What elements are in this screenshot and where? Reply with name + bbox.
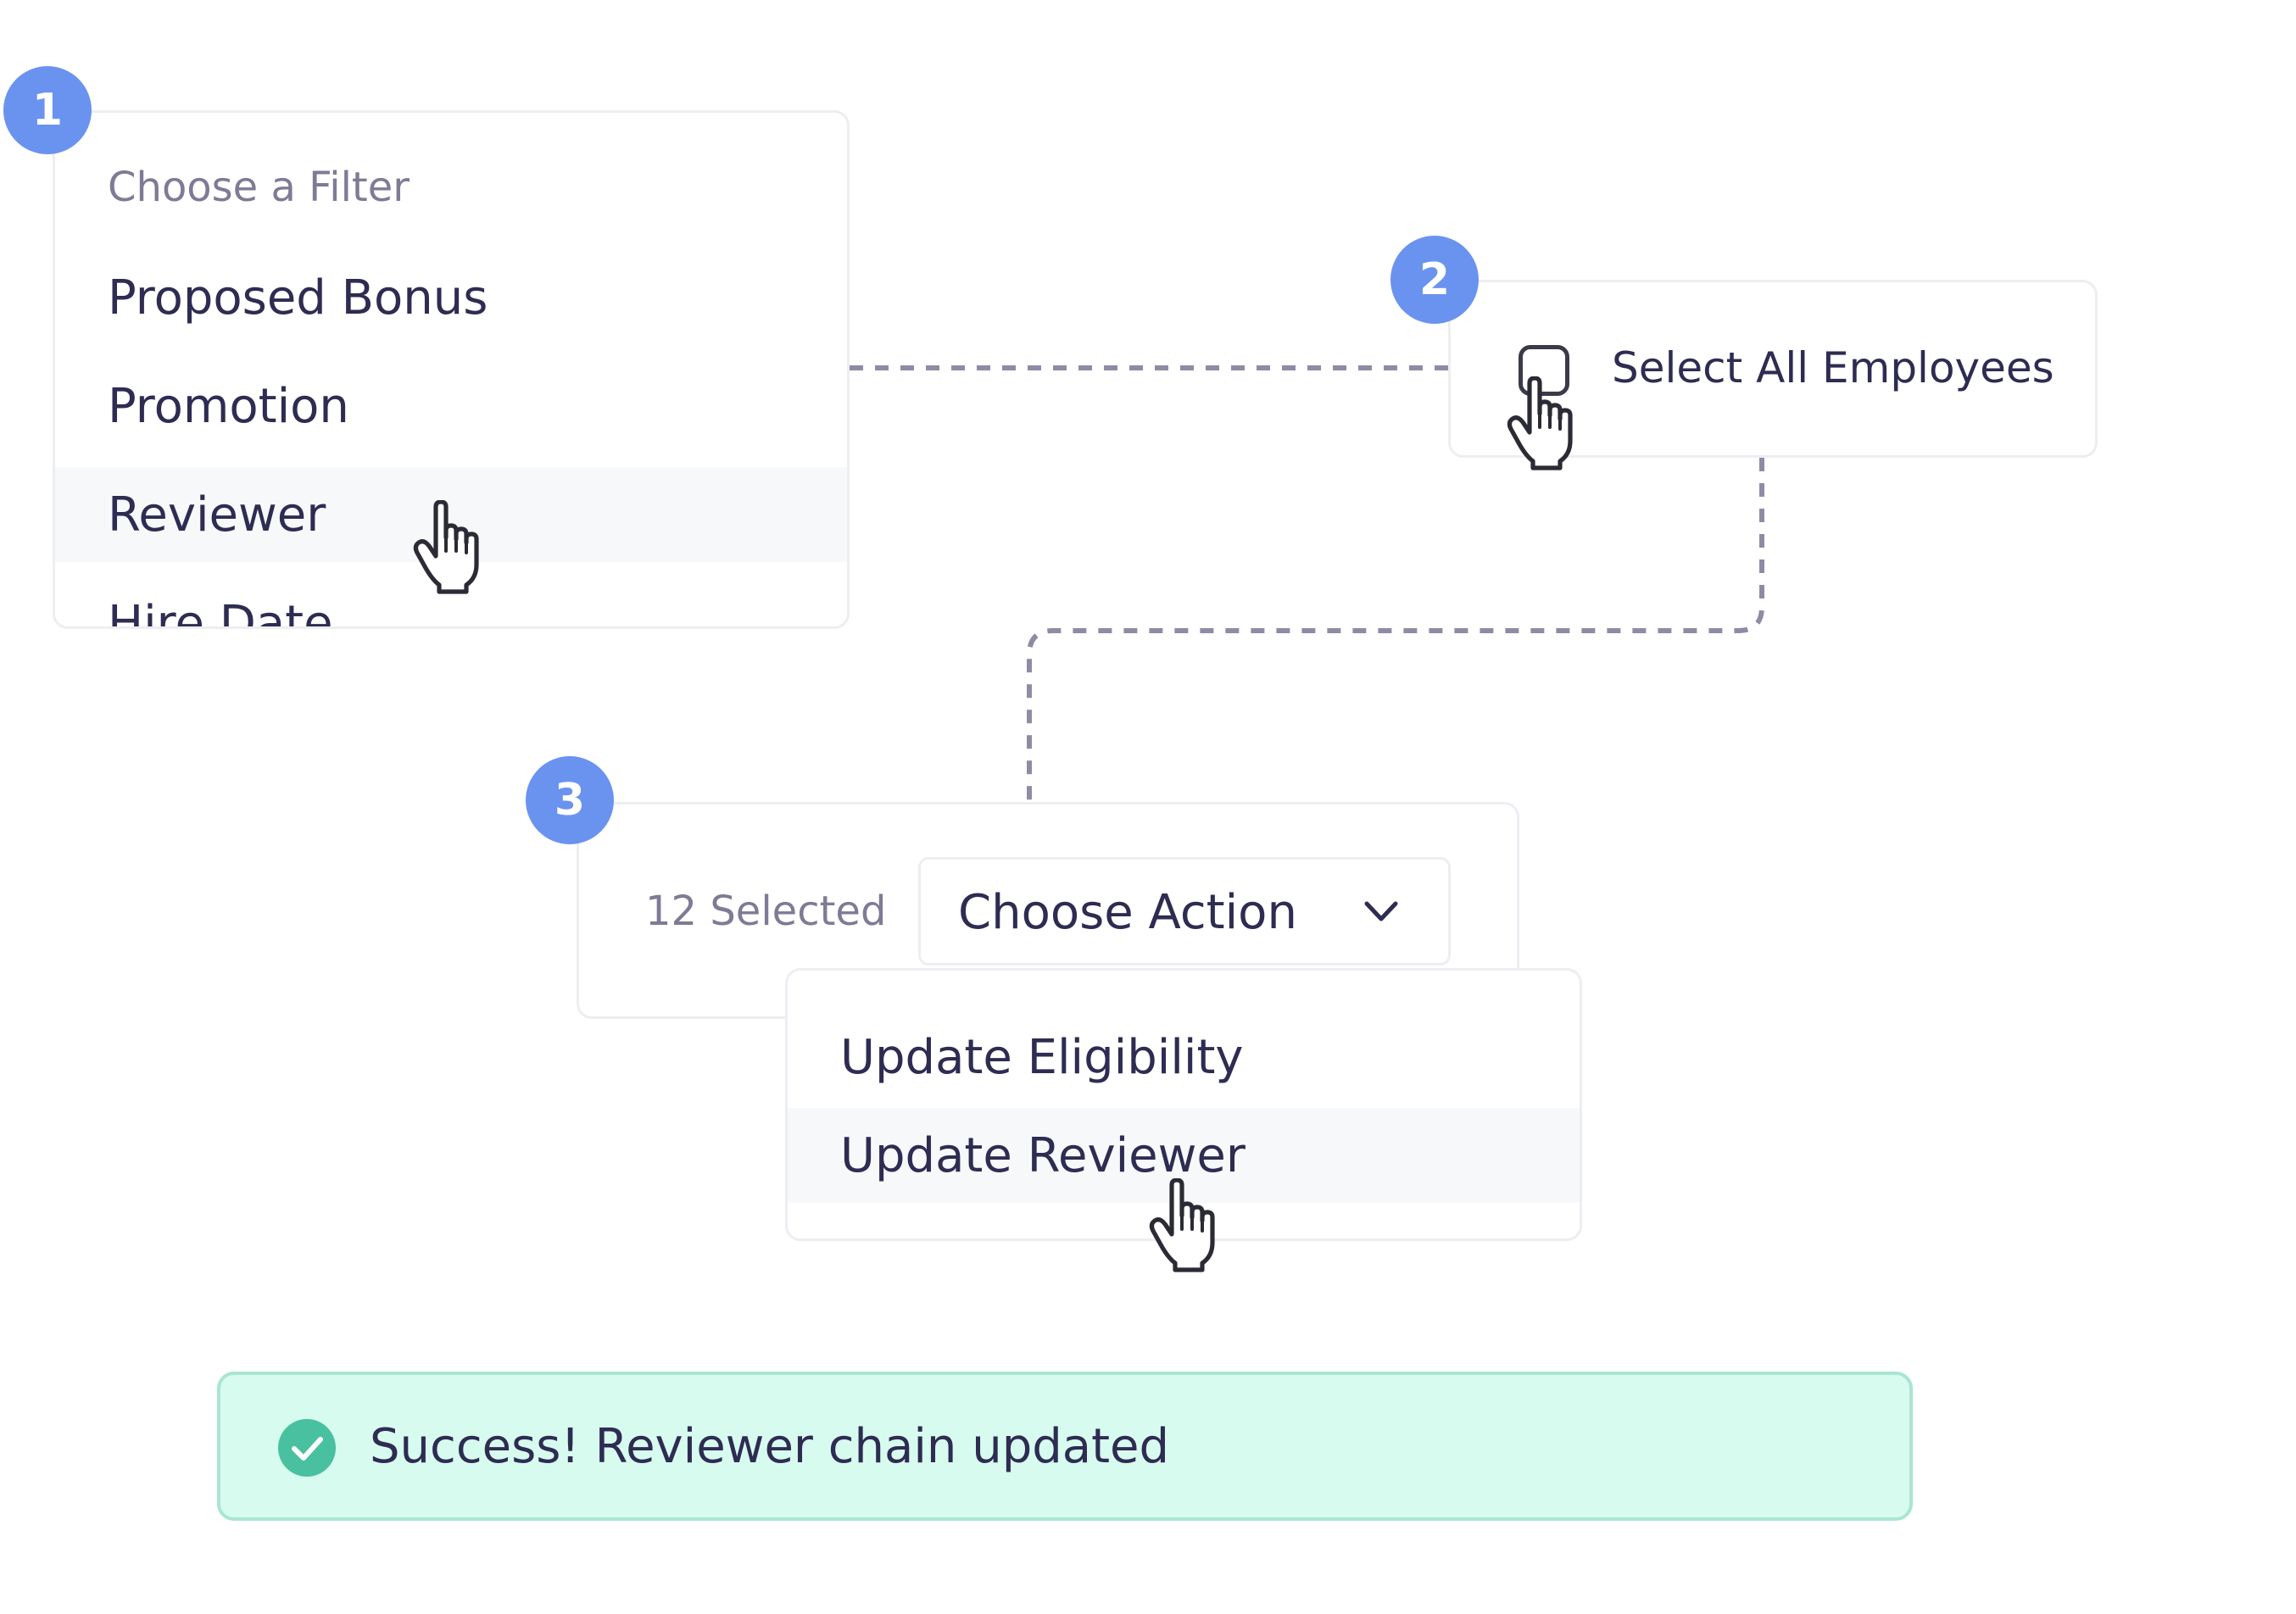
action-option-update-eligibility[interactable]: Update Eligibility — [788, 1010, 1580, 1105]
hand-pointer-icon — [1507, 376, 1573, 470]
filter-option-proposed-bonus[interactable]: Proposed Bonus — [55, 250, 847, 345]
select-all-label[interactable]: Select All Employees — [1612, 343, 2054, 392]
filter-option-label: Proposed Bonus — [108, 270, 488, 326]
filter-option-hire-date[interactable]: Hire Date — [55, 576, 847, 629]
filter-heading: Choose a Filter — [108, 164, 410, 211]
chevron-down-icon — [1364, 901, 1398, 921]
hand-pointer-icon — [413, 500, 479, 594]
filter-option-label: Reviewer — [108, 487, 326, 543]
hand-pointer-icon — [1149, 1178, 1215, 1272]
connector-step2-step3 — [1027, 458, 1764, 802]
selected-count: 12 Selected — [645, 888, 887, 935]
filter-option-label: Hire Date — [108, 595, 333, 629]
success-message: Success! Reviewer chain updated — [370, 1419, 1170, 1474]
filter-option-label: Promotion — [108, 378, 349, 434]
choose-action-label: Choose Action — [958, 885, 1297, 940]
select-all-card: Select All Employees — [1448, 280, 2098, 458]
action-option-label: Update Reviewer — [840, 1127, 1246, 1183]
step-badge-3: 3 — [526, 756, 614, 844]
step-badge-2: 2 — [1390, 236, 1479, 324]
filter-option-promotion[interactable]: Promotion — [55, 359, 847, 454]
action-option-label: Update Eligibility — [840, 1029, 1244, 1085]
choose-action-select[interactable]: Choose Action — [918, 857, 1451, 966]
select-all-checkbox[interactable] — [1519, 345, 1569, 396]
step-badge-1: 1 — [3, 66, 92, 154]
success-toast: Success! Reviewer chain updated — [217, 1372, 1913, 1521]
check-circle-icon — [278, 1419, 336, 1477]
